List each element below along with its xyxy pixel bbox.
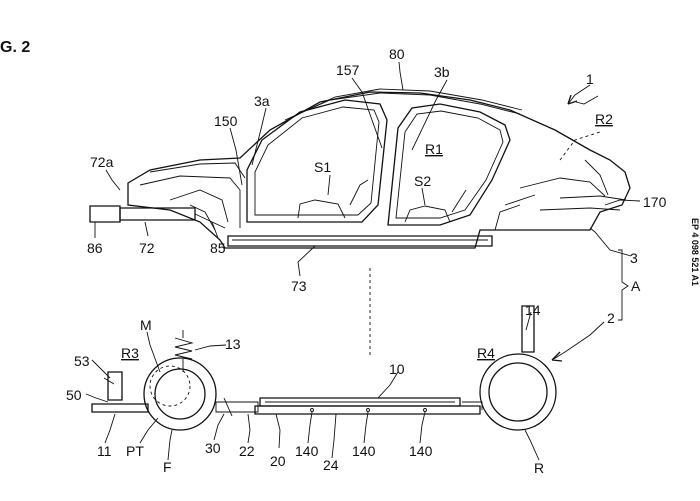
label-3b: 3b [434,64,450,80]
figure-title: G. 2 [0,39,30,56]
label-150: 150 [214,113,238,129]
label-14: 14 [525,302,541,318]
label-140-a: 140 [295,443,319,459]
label-85: 85 [210,240,226,256]
label-r: R [534,460,544,476]
label-r1: R1 [425,141,443,157]
label-10: 10 [389,361,405,377]
label-157: 157 [336,62,360,78]
label-72: 72 [139,240,155,256]
label-2: 2 [607,310,615,326]
label-50: 50 [66,387,82,403]
label-3: 3 [630,250,638,266]
label-53: 53 [74,353,90,369]
label-f: F [163,459,172,475]
label-r3: R3 [121,345,139,361]
label-3a: 3a [254,93,270,109]
label-r2: R2 [595,111,613,127]
label-20: 20 [270,453,286,469]
label-170: 170 [643,194,667,210]
label-s1: S1 [314,159,331,175]
publication-number: EP 4 098 521 A1 [690,218,700,286]
label-72a: 72a [90,154,114,170]
label-30: 30 [205,440,221,456]
label-140-c: 140 [409,443,433,459]
vehicle-platform [91,305,557,431]
label-1: 1 [586,71,594,87]
label-73: 73 [291,278,307,294]
label-13: 13 [225,336,241,352]
vehicle-body [89,88,631,249]
label-pt: PT [126,443,144,459]
label-22: 22 [239,443,255,459]
label-11: 11 [97,443,112,459]
label-24: 24 [323,457,339,473]
label-80: 80 [389,46,405,62]
label-a: A [631,278,641,294]
label-86: 86 [87,240,103,256]
leader-lines [85,61,641,461]
label-m: M [140,317,152,333]
label-140-b: 140 [352,443,376,459]
label-r4: R4 [477,345,495,361]
label-s2: S2 [414,173,431,189]
